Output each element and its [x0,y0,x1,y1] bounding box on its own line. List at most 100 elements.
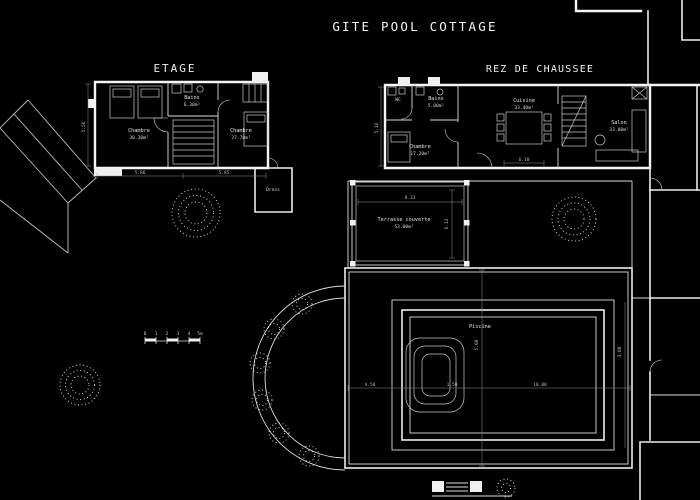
terrasse-outer [351,181,469,266]
piscine-label: Piscine [469,324,491,330]
dining-table-icon [505,111,543,145]
post-icon [350,261,356,267]
chair-icon [543,133,552,142]
room-label-chambre-rdc: Chambre [409,144,431,150]
terrasse-couverte: Terrasse couverte 53.00m² 8.33 6.12 [350,180,470,267]
room-label-chambre2: Chambre [230,128,252,134]
room-label-chambre1: Chambre [128,128,150,134]
bush-icon [268,323,280,335]
etage-beds [109,85,269,147]
rdc-vent-2 [428,77,440,85]
room-label-salon: Salon [611,120,627,126]
scale-label-0: 0 [144,331,147,337]
pillow-icon [140,88,160,98]
etage-wardrobe [242,83,269,103]
post-icon [350,220,356,226]
room-area-chambre-rdc: 17.20m² [410,151,429,157]
dim-deck-left: 4.50 [365,382,376,388]
room-label-bains-rdc: Bains [428,96,444,102]
bush-icon [501,483,511,493]
roman-steps-2 [413,345,457,405]
pool-coping [391,299,615,451]
chair-icon [543,113,552,122]
courtyard-paving-lines [347,180,633,268]
bush-icon [256,394,268,406]
terrasse-area: 53.00m² [394,224,413,230]
room-label-bains-etage: Bains [184,95,200,101]
tree-icon [59,364,101,406]
rdc-stairs [561,95,587,147]
east-wing-walls [574,0,700,500]
tree-icon [551,196,597,242]
etage-chimney [252,72,268,82]
pillow-icon [246,114,266,123]
dim-etage-bottom-right: 5.85 [219,170,230,176]
roof-building-northwest [0,99,97,254]
dining-set [496,111,552,145]
building-etage: ETAGE Chambre 30. [81,62,293,213]
pillar-icon [432,481,444,492]
pool-waterline [401,309,605,441]
room-label-dress: Dress [266,187,280,193]
stairs-treads [173,125,214,157]
step-lines [432,482,512,497]
colonnade-arc-inner [264,297,346,459]
etage-bath-fixtures [171,83,204,94]
colonnade-bushes [249,293,320,467]
etage-door-arcs [153,99,279,169]
pillow-icon [112,88,132,98]
bed-icon [387,131,411,163]
topright-corner-wall [681,0,700,41]
wc-icon [387,86,397,96]
room-area-salon: 33.00m² [609,127,628,133]
dim-rdc-left: 5.16 [374,122,380,133]
sofa-icon [631,109,647,153]
dim-terrasse-width: 8.33 [405,195,416,201]
chair-icon [496,113,505,122]
stairs-treads [561,95,587,147]
room-area-chambre2: 27.70m² [231,135,250,141]
post-icon [464,261,470,267]
bush-icon [296,298,308,310]
wc-icon [183,83,193,93]
etage-partitions [167,82,219,168]
drawing-title: GITE POOL COTTAGE [332,19,497,34]
fireplace-hatch [631,86,648,100]
bush-icon [273,427,285,439]
wardrobe-doors [248,84,262,102]
room-area-bains-etage: 6.30m² [184,102,201,108]
rdc-dimensions: 5.16 6.10 [374,86,545,167]
bush-icon [268,422,290,444]
colonnade-arc-outer [252,285,346,471]
topright-wall [574,0,643,13]
chair-icon [496,133,505,142]
trees [59,188,597,406]
fireplace-icon [631,86,648,100]
dim-rdc-table: 6.10 [519,157,530,163]
rdc-header: REZ DE CHAUSSEE [486,64,594,75]
pool-dimensions: 4.50 1.50 10.00 5.00 3.00 [347,269,631,467]
dim-terrasse-depth: 6.12 [444,218,450,229]
rdc-door-arcs [400,107,493,169]
terrasse-label: Terrasse couverte [377,217,430,223]
etage-dimensions: 5.56 5.86 5.85 [81,83,267,179]
bush-icon [249,352,271,374]
room-area-bains-rdc: 5.00m² [428,103,445,109]
dim-deck-right: 3.00 [617,346,623,357]
tree-icon [171,188,221,238]
dim-etage-left: 5.56 [81,121,87,132]
wardrobe-icon [242,83,269,103]
bush-icon [254,357,266,369]
rdc-bath-fixtures [387,86,444,163]
post-icon [464,180,470,186]
chair-icon [496,123,505,132]
dim-pool-width: 5.00 [474,339,480,350]
etage-outer-walls [93,80,270,170]
roman-steps-1 [405,337,465,413]
pillow-icon [390,134,408,143]
room-label-wc: WC [395,97,401,103]
etage-terrace-wall [94,168,122,176]
courtyard [347,180,633,268]
scale-segment [167,338,178,342]
bed-icon [137,85,163,119]
